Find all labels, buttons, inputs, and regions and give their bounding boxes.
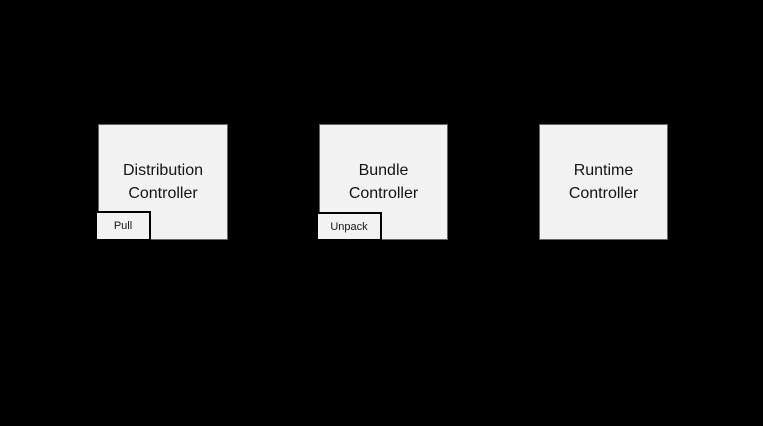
unpack-badge: Unpack <box>316 212 382 241</box>
distribution-controller-box: Distribution Controller Pull <box>95 124 228 241</box>
runtime-controller-label: Runtime Controller <box>568 162 639 202</box>
distribution-controller-label: Distribution Controller <box>122 162 204 202</box>
bundle-controller-box: Bundle Controller Unpack <box>316 124 448 241</box>
bundle-controller-label: Bundle Controller <box>348 162 419 202</box>
unpack-badge-label: Unpack <box>330 220 368 233</box>
pull-badge-label: Pull <box>113 220 133 232</box>
pull-badge: Pull <box>95 211 151 241</box>
runtime-controller-box: Runtime Controller <box>539 124 668 240</box>
